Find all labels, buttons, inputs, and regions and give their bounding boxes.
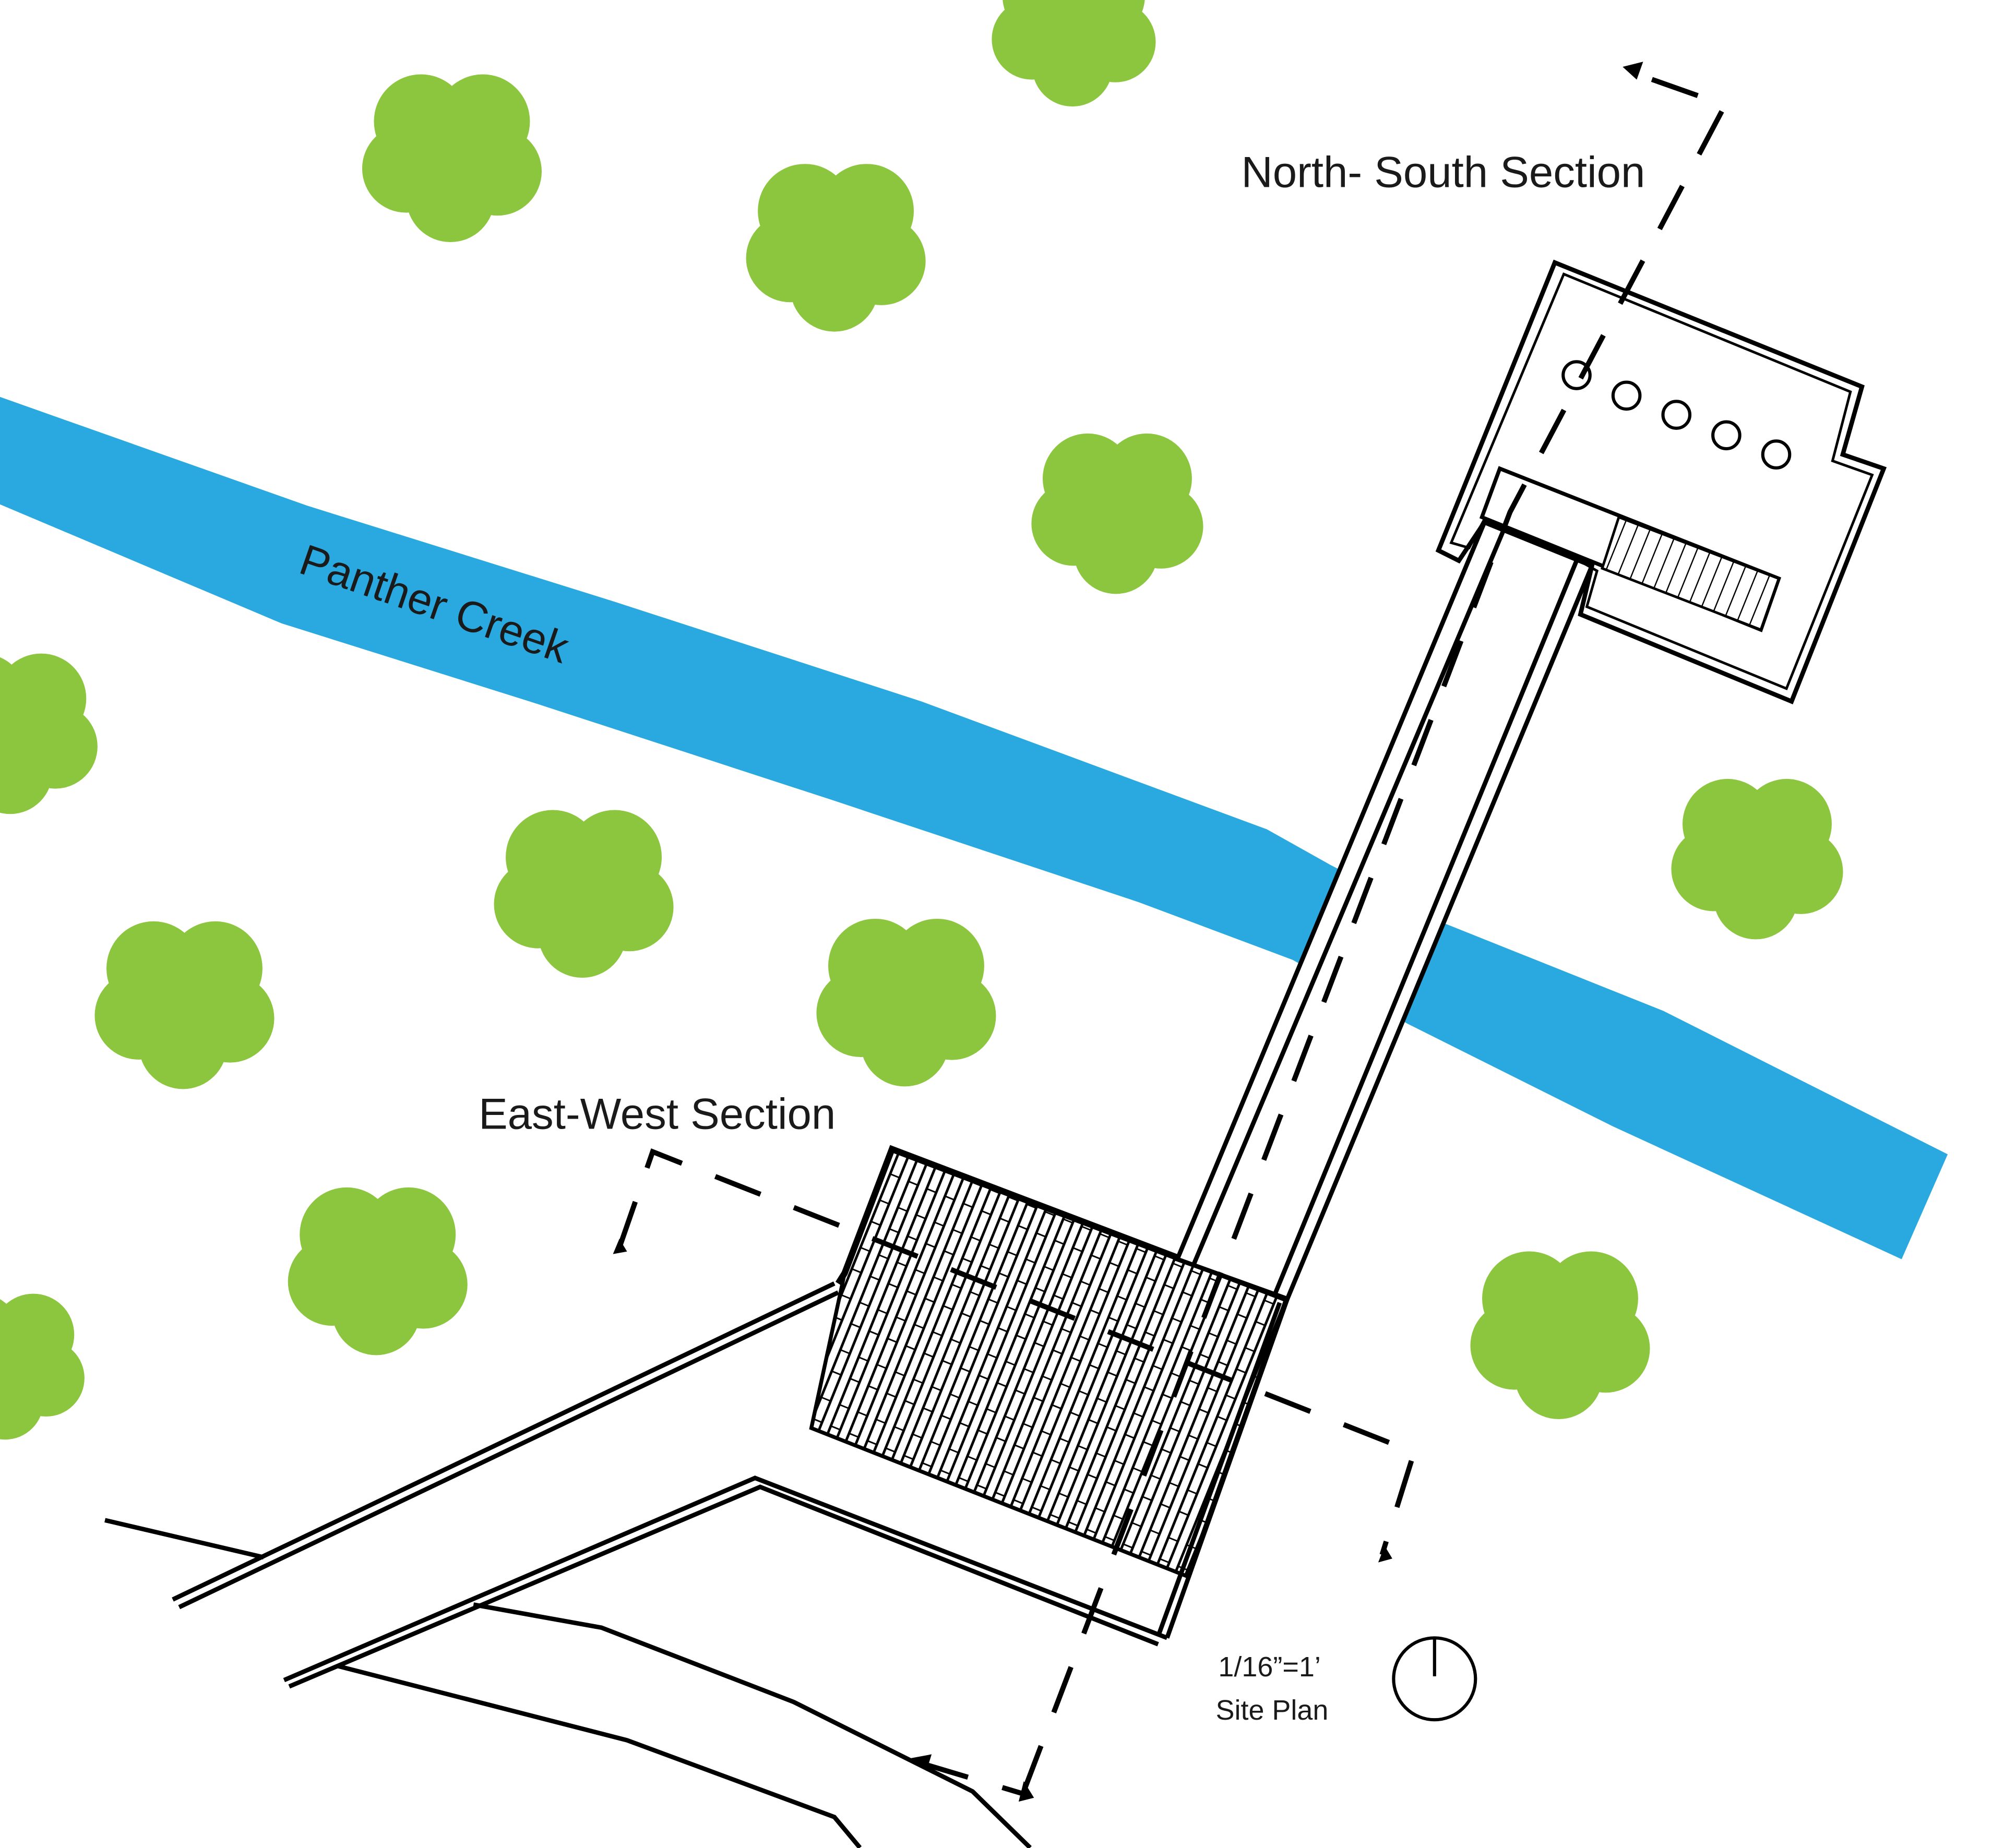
tree-icon xyxy=(992,0,1156,107)
tree-icon xyxy=(1031,433,1203,594)
north-south-section-label: North- South Section xyxy=(1242,148,1645,197)
east-west-section-label: East-West Section xyxy=(479,1089,836,1138)
path-lines xyxy=(104,1281,1168,1848)
pavilion xyxy=(1435,259,1887,704)
tree-icon xyxy=(94,921,275,1089)
north-south-section-line xyxy=(911,62,1729,1802)
site-plan-label: Site Plan xyxy=(1216,1695,1329,1726)
section-arrow-icon xyxy=(613,1239,627,1254)
tree-icon xyxy=(816,918,996,1087)
tree-icon xyxy=(0,1293,85,1440)
creek xyxy=(0,397,1948,1259)
tree-icon xyxy=(1671,778,1843,940)
tree-icon xyxy=(1470,1251,1650,1419)
tree-icon xyxy=(362,74,542,243)
column-circles xyxy=(1561,360,1792,470)
tree-icon xyxy=(288,1187,468,1355)
section-arrow-icon xyxy=(1018,1781,1034,1802)
section-arrow-icon xyxy=(1623,62,1643,80)
east-west-section-line xyxy=(613,1148,1417,1563)
section-arrow-icon xyxy=(911,1754,932,1771)
scale-label: 1/16”=1’ xyxy=(1218,1651,1320,1683)
section-arrow-icon xyxy=(1378,1545,1392,1563)
tree-icon xyxy=(0,653,98,814)
tree-icon xyxy=(746,164,926,332)
tree-icon xyxy=(494,810,674,978)
north-arrow-icon xyxy=(1392,1636,1477,1722)
